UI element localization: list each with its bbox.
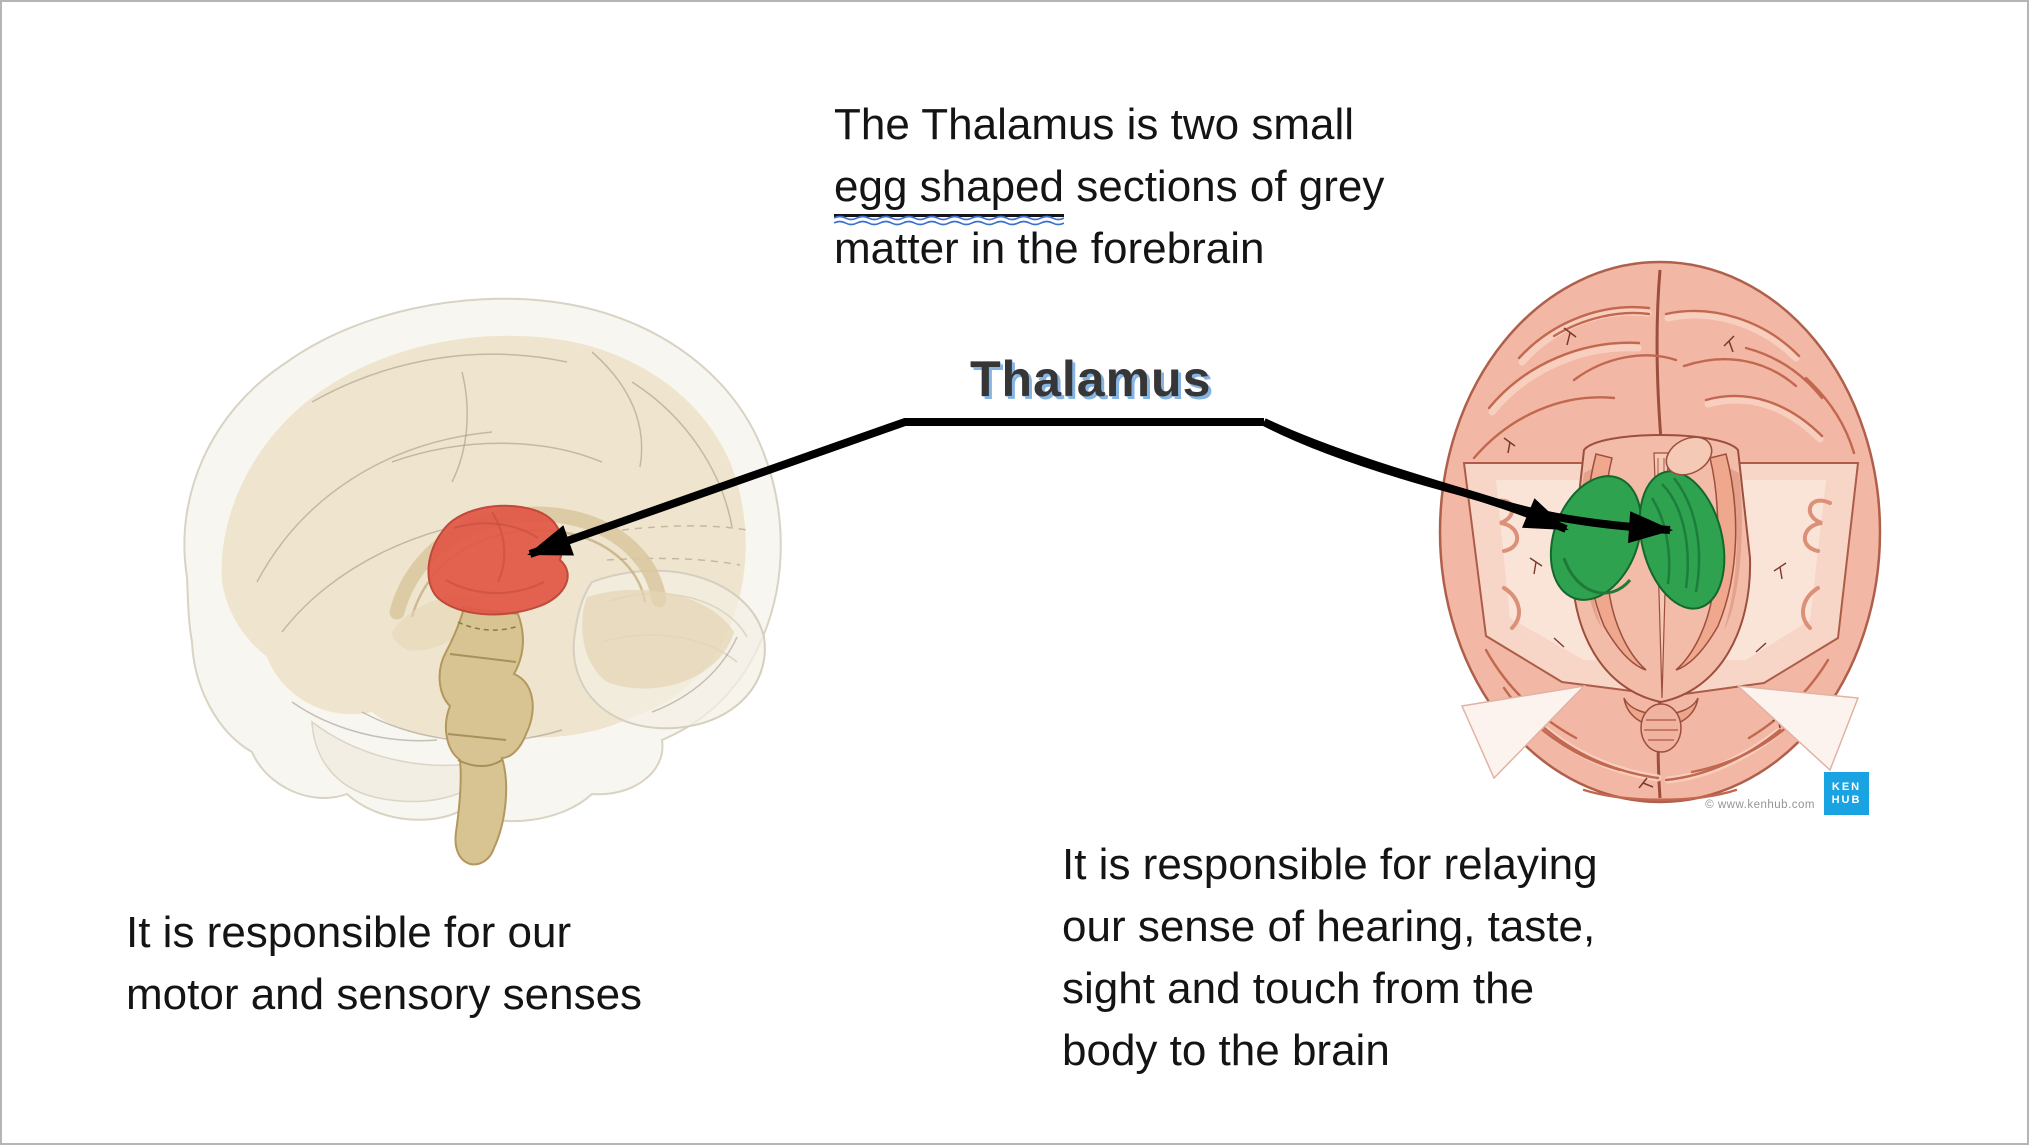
right-caption-line-4: body to the brain: [1062, 1026, 1390, 1075]
definition-text: The Thalamus is two small egg shaped sec…: [834, 94, 1384, 280]
kenhub-logo-line2: HUB: [1831, 793, 1862, 806]
grammar-squiggle-icon: [834, 215, 1064, 226]
right-caption: It is responsible for relaying our sense…: [1062, 834, 1598, 1082]
right-caption-line-2: our sense of hearing, taste,: [1062, 902, 1596, 951]
axial-brain-illustration: [1438, 260, 1882, 804]
kenhub-logo-line1: KEN: [1831, 780, 1862, 793]
definition-line-2: egg shaped sections of grey: [834, 156, 1384, 226]
sagittal-brain-illustration: [183, 297, 782, 866]
kenhub-logo: KEN HUB: [1824, 772, 1869, 815]
left-caption-line-2: motor and sensory senses: [126, 970, 643, 1019]
left-caption: It is responsible for our motor and sens…: [126, 902, 642, 1026]
left-caption-line-1: It is responsible for our: [126, 908, 572, 957]
definition-line-1: The Thalamus is two small: [834, 100, 1355, 149]
definition-line-3: matter in the forebrain: [834, 224, 1265, 273]
right-caption-line-3: sight and touch from the: [1062, 964, 1535, 1013]
kenhub-copyright: © www.kenhub.com: [1705, 799, 1815, 811]
underlined-phrase: egg shaped: [834, 161, 1064, 226]
thalamus-label: Thalamus: [970, 351, 1212, 407]
right-caption-line-1: It is responsible for relaying: [1062, 840, 1598, 889]
